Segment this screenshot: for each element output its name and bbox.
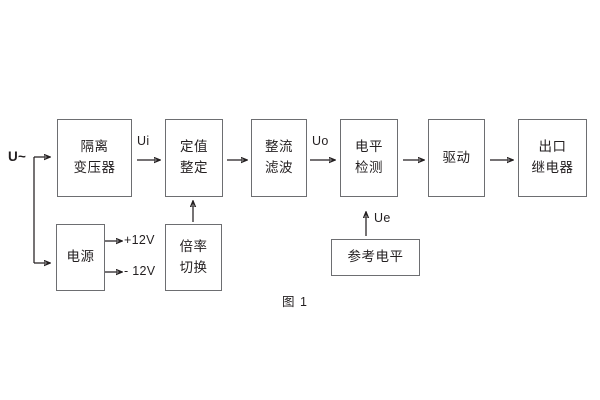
figure-caption: 图 1 [282,295,308,309]
block-output-relay[interactable]: 出口 继电器 [518,119,587,197]
block-level-detect-line1: 电平 [355,139,383,155]
block-drive[interactable]: 驱动 [428,119,485,197]
block-rectify-filter[interactable]: 整流 滤波 [251,119,307,197]
block-power-supply-line1: 电源 [66,249,95,265]
signal-label-uo: Uo [312,134,329,148]
supply-label-positive-12v: +12V [124,233,155,247]
block-multiplier-switch-line1: 倍率 [179,238,208,254]
block-multiplier-switch-line2: 切换 [179,259,208,275]
block-power-supply[interactable]: 电源 [56,224,105,291]
block-setting-value-line2: 整定 [180,160,208,175]
signal-label-ui: Ui [137,134,150,148]
block-level-detect-line2: 检测 [355,160,383,175]
block-rectify-filter-line1: 整流 [265,139,293,155]
block-reference-level-line1: 参考电平 [347,249,404,265]
supply-label-negative-12v: - 12V [124,264,156,278]
block-output-relay-line2: 继电器 [531,160,574,175]
block-level-detect[interactable]: 电平 检测 [340,119,398,197]
block-multiplier-switch[interactable]: 倍率 切换 [165,224,222,291]
block-rectify-filter-line2: 滤波 [265,160,293,175]
block-setting-value-line1: 定值 [180,139,208,155]
block-output-relay-line1: 出口 [538,139,567,155]
block-setting-value[interactable]: 定值 整定 [165,119,223,197]
input-label-u-ac: U~ [8,149,27,164]
block-isolation-transformer[interactable]: 隔离 变压器 [57,119,132,197]
block-isolation-transformer-line1: 隔离 [80,139,109,155]
block-reference-level[interactable]: 参考电平 [331,239,420,276]
block-isolation-transformer-line2: 变压器 [73,160,116,175]
signal-label-ue: Ue [374,211,391,225]
block-drive-line1: 驱动 [442,149,471,165]
